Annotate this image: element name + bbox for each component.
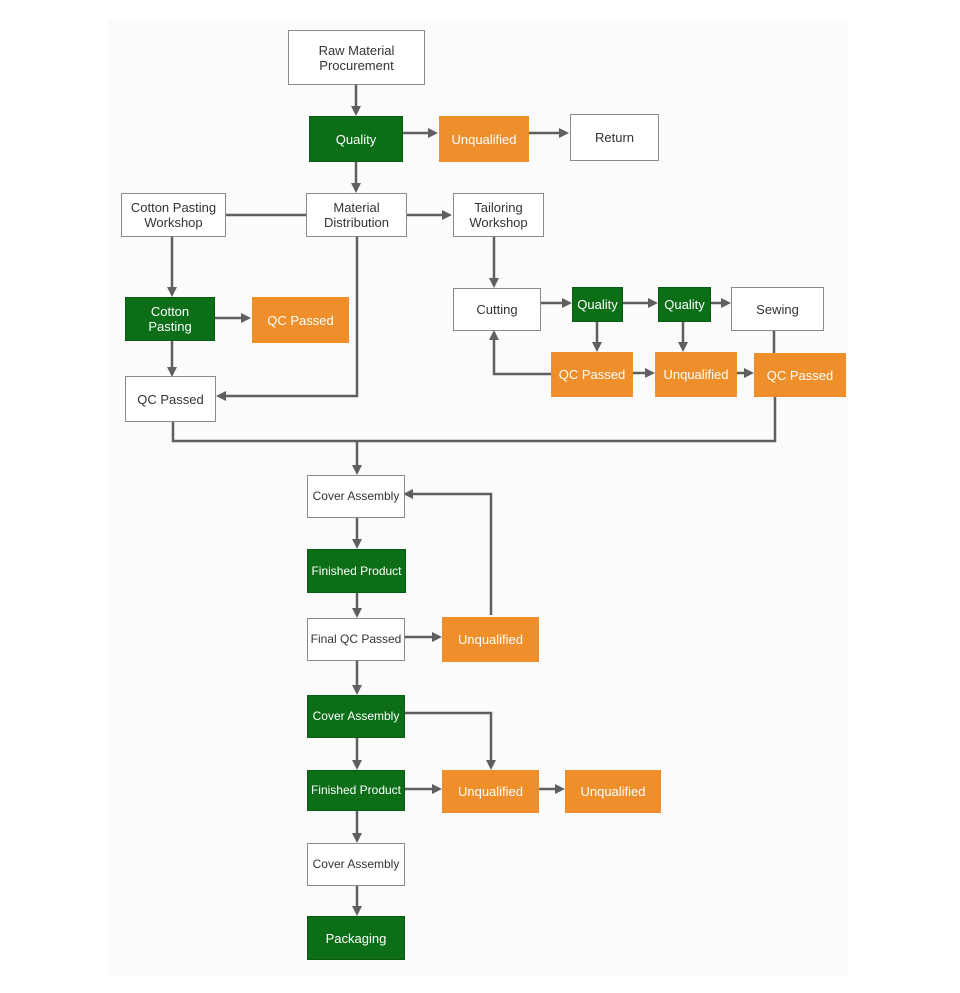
cover-assembly-box: Cover Assembly xyxy=(307,475,405,518)
qc-passed-sewing-box: QC Passed xyxy=(754,353,846,397)
quality-check-cutting-box: Quality xyxy=(572,287,623,322)
cotton-pasting-workshop-box: Cotton Pasting Workshop xyxy=(121,193,226,237)
return-box: Return xyxy=(570,114,659,161)
arrow-qc-back-to-cutting xyxy=(489,330,551,376)
packaging-box: Packaging xyxy=(307,916,405,960)
quality-check-box: Quality xyxy=(309,116,403,162)
diagram-background xyxy=(108,20,848,975)
unqualified-box: Unqualified xyxy=(439,116,529,162)
arrow-distribution-to-qcpassed xyxy=(216,237,359,401)
sewing-box: Sewing xyxy=(731,287,824,331)
cutting-box: Cutting xyxy=(453,288,541,331)
line-merge-bottom xyxy=(171,397,777,443)
finished-product-box: Finished Product xyxy=(307,549,406,593)
final-qc-passed-box: Final QC Passed xyxy=(307,618,405,661)
unqualified-tailoring-box: Unqualified xyxy=(655,352,737,397)
material-distribution-box: Material Distribution xyxy=(306,193,407,237)
raw-material-procurement-box: Raw Material Procurement xyxy=(288,30,425,85)
cover-assembly-final-box: Cover Assembly xyxy=(307,843,405,886)
quality-check-sewing-box: Quality xyxy=(658,287,711,322)
qc-passed-box: QC Passed xyxy=(125,376,216,422)
qc-passed-cotton-box: QC Passed xyxy=(252,297,349,343)
qc-passed-cutting-box: QC Passed xyxy=(551,352,633,397)
arrow-unqualified3-back-to-cover1 xyxy=(403,489,493,615)
unqualified-final-qc-box: Unqualified xyxy=(442,617,539,662)
cotton-pasting-box: Cotton Pasting xyxy=(125,297,215,341)
finished-product-green-box: Finished Product xyxy=(307,770,405,811)
tailoring-workshop-box: Tailoring Workshop xyxy=(453,193,544,237)
arrow-cover2-to-unqualified4 xyxy=(405,711,496,770)
unqualified-rejected-box: Unqualified xyxy=(565,770,661,813)
unqualified-product-box: Unqualified xyxy=(442,770,539,813)
cover-assembly-green-box: Cover Assembly xyxy=(307,695,405,738)
